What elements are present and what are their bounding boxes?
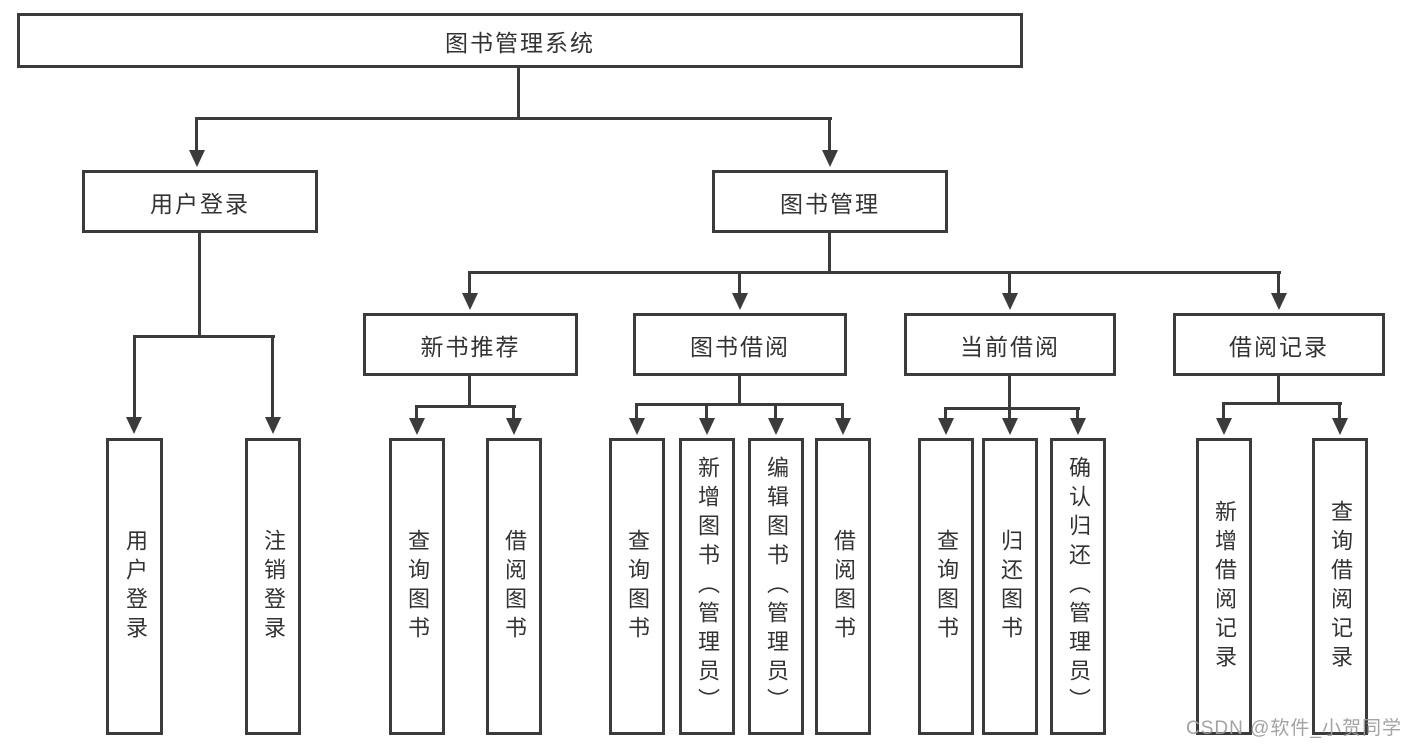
connector-bookborrow-bar xyxy=(635,403,844,406)
node-user-login: 用户登录 xyxy=(82,170,318,233)
arrow-down-icon xyxy=(822,150,838,167)
connector-leaf xyxy=(705,403,708,420)
arrow-down-icon xyxy=(629,418,645,435)
connector-login-bar xyxy=(133,335,275,338)
connector-login-stem xyxy=(198,231,201,337)
leaf-query-books-2: 查询图书 xyxy=(609,438,665,735)
connector-leaf xyxy=(512,405,515,420)
arrow-down-icon xyxy=(1216,418,1232,435)
leaf-query-borrow-record: 查询借阅记录 xyxy=(1312,438,1368,735)
connector-mgmt-bar xyxy=(468,271,1281,274)
connector-leaf xyxy=(1222,402,1225,420)
connector-leaf xyxy=(841,403,844,420)
connector-to-leaf-user-login xyxy=(133,335,136,419)
arrow-down-icon xyxy=(938,418,954,435)
node-root: 图书管理系统 xyxy=(17,13,1023,68)
arrow-down-icon xyxy=(699,418,715,435)
connector-to-leaf-logout xyxy=(271,335,274,419)
connector-to-current-borrow xyxy=(1008,271,1011,295)
connector-currentborrow-stem xyxy=(1008,374,1011,409)
node-borrow-record: 借阅记录 xyxy=(1173,313,1385,376)
connector-leaf xyxy=(1338,402,1341,420)
leaf-edit-books-admin: 编辑图书（管理员） xyxy=(748,438,804,735)
connector-leaf xyxy=(1008,407,1011,420)
arrow-down-icon xyxy=(1271,293,1287,310)
arrow-down-icon xyxy=(506,418,522,435)
arrow-down-icon xyxy=(768,418,784,435)
node-book-management: 图书管理 xyxy=(712,170,948,233)
connector-currentborrow-bar xyxy=(944,407,1080,410)
arrow-down-icon xyxy=(1070,418,1086,435)
leaf-borrow-books-1: 借阅图书 xyxy=(486,438,542,735)
connector-borrowrecord-bar xyxy=(1222,402,1342,405)
connector-to-borrow-record xyxy=(1277,271,1280,295)
connector-leaf xyxy=(415,405,418,420)
leaf-confirm-return-admin: 确认归还（管理员） xyxy=(1050,438,1106,735)
connector-to-book-management xyxy=(828,117,831,152)
arrow-down-icon xyxy=(462,293,478,310)
connector-leaf xyxy=(944,407,947,420)
connector-leaf xyxy=(1076,407,1079,420)
arrow-down-icon xyxy=(409,418,425,435)
arrow-down-icon xyxy=(732,293,748,310)
connector-root-bar xyxy=(196,117,832,120)
arrow-down-icon xyxy=(1002,418,1018,435)
connector-to-user-login xyxy=(195,117,198,152)
leaf-logout: 注销登录 xyxy=(245,438,301,735)
arrow-down-icon xyxy=(835,418,851,435)
arrow-down-icon xyxy=(126,417,142,434)
leaf-add-borrow-record: 新增借阅记录 xyxy=(1196,438,1252,735)
csdn-watermark: CSDN @软件_小贺同学 xyxy=(1186,718,1402,739)
leaf-query-books-3: 查询图书 xyxy=(918,438,974,735)
connector-newbook-bar xyxy=(415,405,516,408)
leaf-add-books-admin: 新增图书（管理员） xyxy=(679,438,735,735)
connector-newbook-stem xyxy=(468,374,471,407)
connector-to-new-book xyxy=(468,271,471,295)
arrow-down-icon xyxy=(265,417,281,434)
leaf-return-books: 归还图书 xyxy=(982,438,1038,735)
connector-to-book-borrow xyxy=(738,271,741,295)
node-current-borrow: 当前借阅 xyxy=(904,313,1116,376)
arrow-down-icon xyxy=(1332,418,1348,435)
connector-bookborrow-stem xyxy=(738,374,741,405)
connector-mgmt-stem xyxy=(828,231,831,273)
connector-leaf xyxy=(635,403,638,420)
arrow-down-icon xyxy=(1002,293,1018,310)
arrow-down-icon xyxy=(189,150,205,167)
connector-leaf xyxy=(774,403,777,420)
node-book-borrow: 图书借阅 xyxy=(633,313,847,376)
connector-root-stem xyxy=(517,66,520,119)
connector-borrowrecord-stem xyxy=(1277,374,1280,404)
leaf-query-books-1: 查询图书 xyxy=(389,438,445,735)
leaf-borrow-books-2: 借阅图书 xyxy=(815,438,871,735)
leaf-user-login: 用户登录 xyxy=(106,438,163,735)
node-new-book-recommend: 新书推荐 xyxy=(363,313,578,376)
